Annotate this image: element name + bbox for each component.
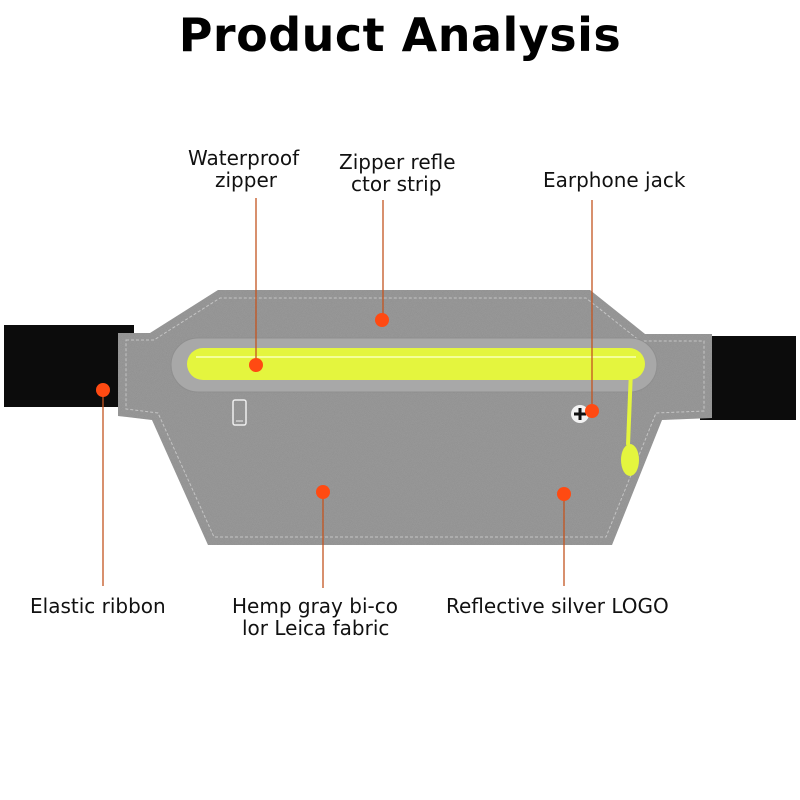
strap-left	[4, 325, 134, 407]
label-earphone-jack: Earphone jack	[543, 169, 685, 191]
strap-right	[700, 336, 796, 420]
label-reflective-logo: Reflective silver LOGO	[446, 595, 669, 617]
callout-dot-reflector	[375, 313, 389, 327]
label-line: lor Leica fabric	[242, 616, 390, 640]
label-elastic-ribbon: Elastic ribbon	[30, 595, 166, 617]
page-title: Product Analysis	[178, 8, 622, 62]
bag-body	[118, 290, 712, 545]
label-line: Zipper refle	[339, 150, 456, 174]
earphone-jack-icon	[571, 405, 589, 423]
phone-icon	[232, 399, 247, 426]
label-line: zipper	[215, 168, 277, 192]
zipper-pull	[621, 369, 639, 476]
label-line: Reflective silver LOGO	[446, 594, 669, 618]
label-zipper-reflector: Zipper refle ctor strip	[339, 151, 456, 195]
callout-dot-zipper	[249, 358, 263, 372]
label-line: Waterproof	[188, 146, 300, 170]
callout-dot-logo	[557, 487, 571, 501]
label-line: ctor strip	[351, 172, 442, 196]
callout-dot-fabric	[316, 485, 330, 499]
callout-lines	[102, 198, 593, 588]
callout-dot-elastic	[96, 383, 110, 397]
label-line: Hemp gray bi-co	[232, 594, 398, 618]
label-hemp-fabric: Hemp gray bi-co lor Leica fabric	[232, 595, 398, 639]
label-line: Elastic ribbon	[30, 594, 166, 618]
callout-dot-earphone	[585, 404, 599, 418]
label-line: Earphone jack	[543, 168, 686, 192]
label-waterproof-zipper: Waterproof zipper	[188, 147, 299, 191]
